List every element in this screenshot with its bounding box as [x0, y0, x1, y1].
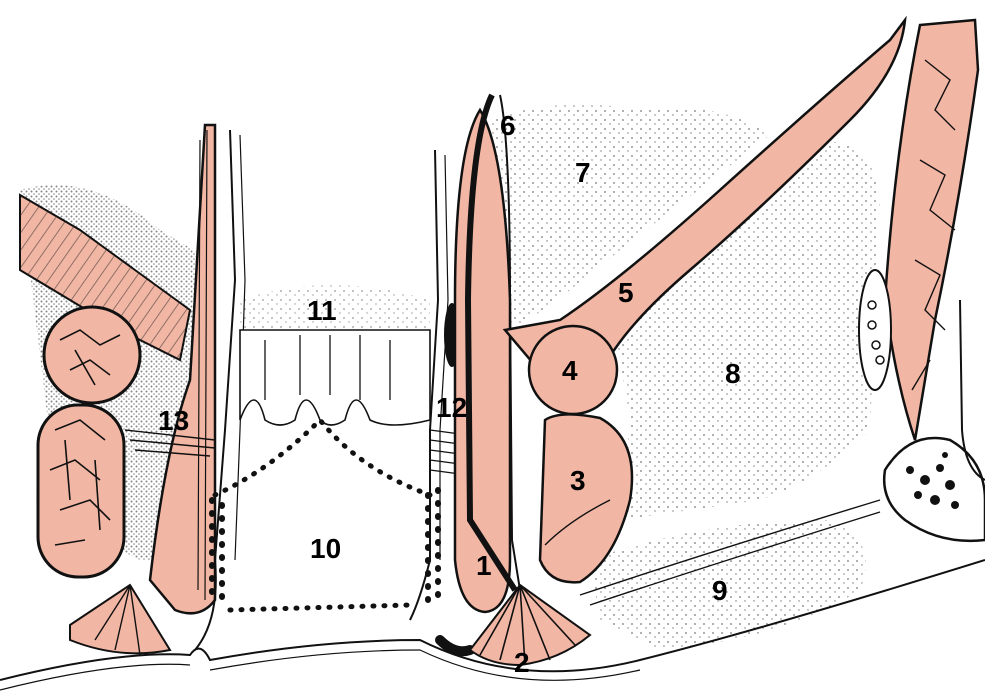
label-7: 7: [575, 157, 591, 188]
label-11: 11: [307, 295, 337, 326]
label-1: 1: [476, 550, 492, 581]
label-2: 2: [514, 647, 530, 678]
label-8: 8: [725, 358, 741, 389]
label-4: 4: [562, 355, 578, 386]
anal-columns: [240, 330, 430, 425]
left-muscle-block-lower: [38, 405, 124, 577]
label-12: 12: [436, 392, 467, 423]
label-13: 13: [158, 405, 189, 436]
label-5: 5: [618, 277, 634, 308]
label-9: 9: [712, 575, 728, 606]
label-10: 10: [310, 533, 341, 564]
label-6: 6: [500, 110, 516, 141]
vessels-right: [859, 270, 891, 390]
label-3: 3: [570, 465, 586, 496]
left-muscle-block-upper: [44, 307, 140, 403]
